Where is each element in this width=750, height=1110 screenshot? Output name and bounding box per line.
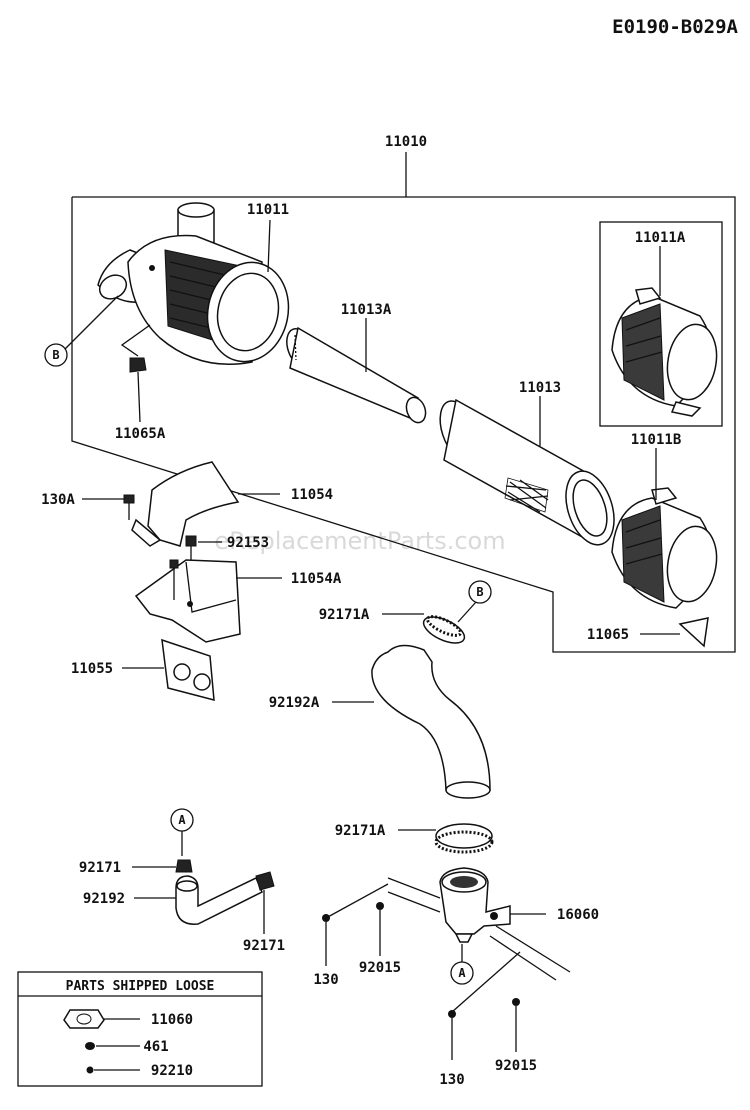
- bracket-plate-11054a[interactable]: [134, 559, 241, 643]
- label-11055[interactable]: 11055: [71, 661, 113, 677]
- callout-a-top: [170, 808, 194, 832]
- label-92153[interactable]: 92153: [227, 535, 269, 551]
- callout-a-bottom-text: A: [458, 966, 466, 980]
- label-11011b[interactable]: 11011B: [631, 432, 682, 448]
- callout-b-right: [468, 580, 492, 604]
- label-130-bottom[interactable]: 130: [439, 1072, 464, 1088]
- label-11013a[interactable]: 11013A: [341, 302, 392, 318]
- label-11065[interactable]: 11065: [587, 627, 629, 643]
- sub-assembly-box-11011a: [599, 221, 723, 427]
- label-130a[interactable]: 130A: [41, 492, 75, 508]
- bolt-92153[interactable]: [185, 535, 197, 560]
- pre-cleaner-16060[interactable]: [439, 867, 511, 943]
- label-11011[interactable]: 11011: [247, 202, 289, 218]
- leader-b-right: [457, 601, 477, 623]
- label-92210[interactable]: 92210: [151, 1063, 193, 1079]
- cover-11011a[interactable]: [611, 287, 722, 417]
- callout-b-right-text: B: [476, 585, 483, 599]
- bolt-130-left[interactable]: [322, 883, 389, 922]
- label-11065a[interactable]: 11065A: [115, 426, 166, 442]
- leader-11065a: [137, 371, 141, 423]
- label-92192[interactable]: 92192: [83, 891, 125, 907]
- label-11013[interactable]: 11013: [519, 380, 561, 396]
- label-11060[interactable]: 11060: [151, 1012, 193, 1028]
- hose-clamp-92171a-top[interactable]: [420, 612, 468, 649]
- label-92015[interactable]: 92015: [359, 960, 401, 976]
- bolt-130a[interactable]: [123, 494, 135, 520]
- outer-filter-element-11013[interactable]: [434, 397, 623, 551]
- gasket-11060[interactable]: [63, 1009, 105, 1029]
- label-11054a[interactable]: 11054A: [291, 571, 342, 587]
- air-hose-92192a[interactable]: [371, 644, 491, 799]
- label-92171-right[interactable]: 92171: [243, 938, 285, 954]
- label-92171a-top[interactable]: 92171A: [319, 607, 370, 623]
- label-92192a[interactable]: 92192A: [269, 695, 320, 711]
- washer-461[interactable]: [85, 1042, 95, 1050]
- inner-filter-element-11013a[interactable]: [282, 325, 429, 425]
- callout-a-top-text: A: [178, 813, 186, 827]
- bracket-11054[interactable]: [131, 461, 240, 547]
- diagram-code: E0190-B029A: [612, 16, 738, 38]
- callout-b-left-text: B: [52, 348, 59, 362]
- hose-92192[interactable]: [175, 875, 263, 925]
- label-130-left[interactable]: 130: [313, 972, 338, 988]
- cover-11011b[interactable]: [611, 487, 722, 609]
- hose-clamp-92171a-bottom[interactable]: [434, 823, 494, 854]
- nut-11065a[interactable]: [129, 357, 147, 373]
- vacuator-valve-11065[interactable]: [678, 617, 709, 648]
- label-92015-bottom[interactable]: 92015: [495, 1058, 537, 1074]
- clamp-92171-right[interactable]: [255, 871, 275, 891]
- callout-a-bottom: [450, 961, 474, 985]
- callout-b-left: [44, 343, 68, 367]
- clamp-92171-left[interactable]: [175, 859, 193, 873]
- label-11054[interactable]: 11054: [291, 487, 333, 503]
- parts-shipped-loose-title: PARTS SHIPPED LOOSE: [66, 979, 215, 994]
- label-92171-left[interactable]: 92171: [79, 860, 121, 876]
- parts-shipped-loose-box: [17, 971, 263, 1087]
- washer-92015-bottom[interactable]: [512, 998, 520, 1006]
- bolt-130-bottom[interactable]: [448, 951, 521, 1018]
- leader-11065a-top: [120, 324, 151, 357]
- bracket-rails-right: [489, 925, 571, 981]
- label-92171a-bottom[interactable]: 92171A: [335, 823, 386, 839]
- plate-11055[interactable]: [161, 638, 215, 701]
- washer-92015[interactable]: [376, 902, 384, 910]
- washer-92210[interactable]: [86, 1066, 94, 1074]
- bracket-rails-left: [387, 877, 441, 913]
- label-11010[interactable]: 11010: [385, 134, 427, 150]
- leader-11011: [267, 219, 271, 273]
- label-461[interactable]: 461: [143, 1039, 168, 1055]
- leader-b-left: [63, 295, 119, 351]
- label-16060[interactable]: 16060: [557, 907, 599, 923]
- air-cleaner-housing-11011[interactable]: [95, 202, 297, 369]
- label-11011a[interactable]: 11011A: [635, 230, 686, 246]
- assembly-outline-11010: [71, 152, 736, 653]
